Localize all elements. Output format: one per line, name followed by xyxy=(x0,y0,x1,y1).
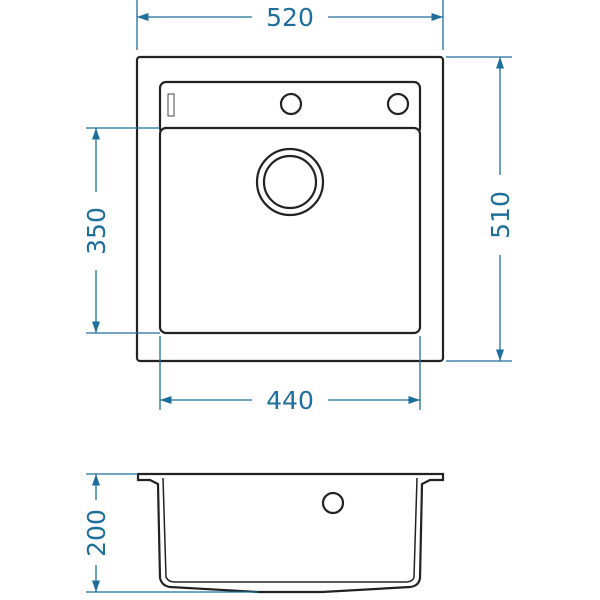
dimension-label: 520 xyxy=(266,3,314,32)
dimension-bowl-depth: 350 xyxy=(82,127,160,334)
brand-logo xyxy=(167,93,175,117)
sink-section-outline xyxy=(136,472,445,594)
dimension-label: 350 xyxy=(82,207,111,255)
tap-hole xyxy=(386,92,410,116)
overflow-hole xyxy=(321,491,345,515)
dimension-label: 200 xyxy=(82,509,111,557)
drain-outer-ring xyxy=(255,147,325,217)
dimension-label: 440 xyxy=(266,386,314,415)
dimension-overall-width: 520 xyxy=(136,0,444,50)
dimension-overall-depth: 510 xyxy=(446,56,515,362)
dimension-bowl-height: 200 xyxy=(82,473,258,593)
sink-outer-outline xyxy=(135,55,445,363)
drain-inner-ring xyxy=(262,154,318,210)
top-view xyxy=(135,55,445,363)
bowl-outline xyxy=(158,126,422,335)
tap-hole xyxy=(279,92,303,116)
bowl-inner-wall xyxy=(162,477,418,583)
side-section-view xyxy=(136,472,445,594)
deck-area xyxy=(158,80,422,136)
dimension-label: 510 xyxy=(486,191,515,239)
dimension-bowl-width: 440 xyxy=(159,336,421,415)
